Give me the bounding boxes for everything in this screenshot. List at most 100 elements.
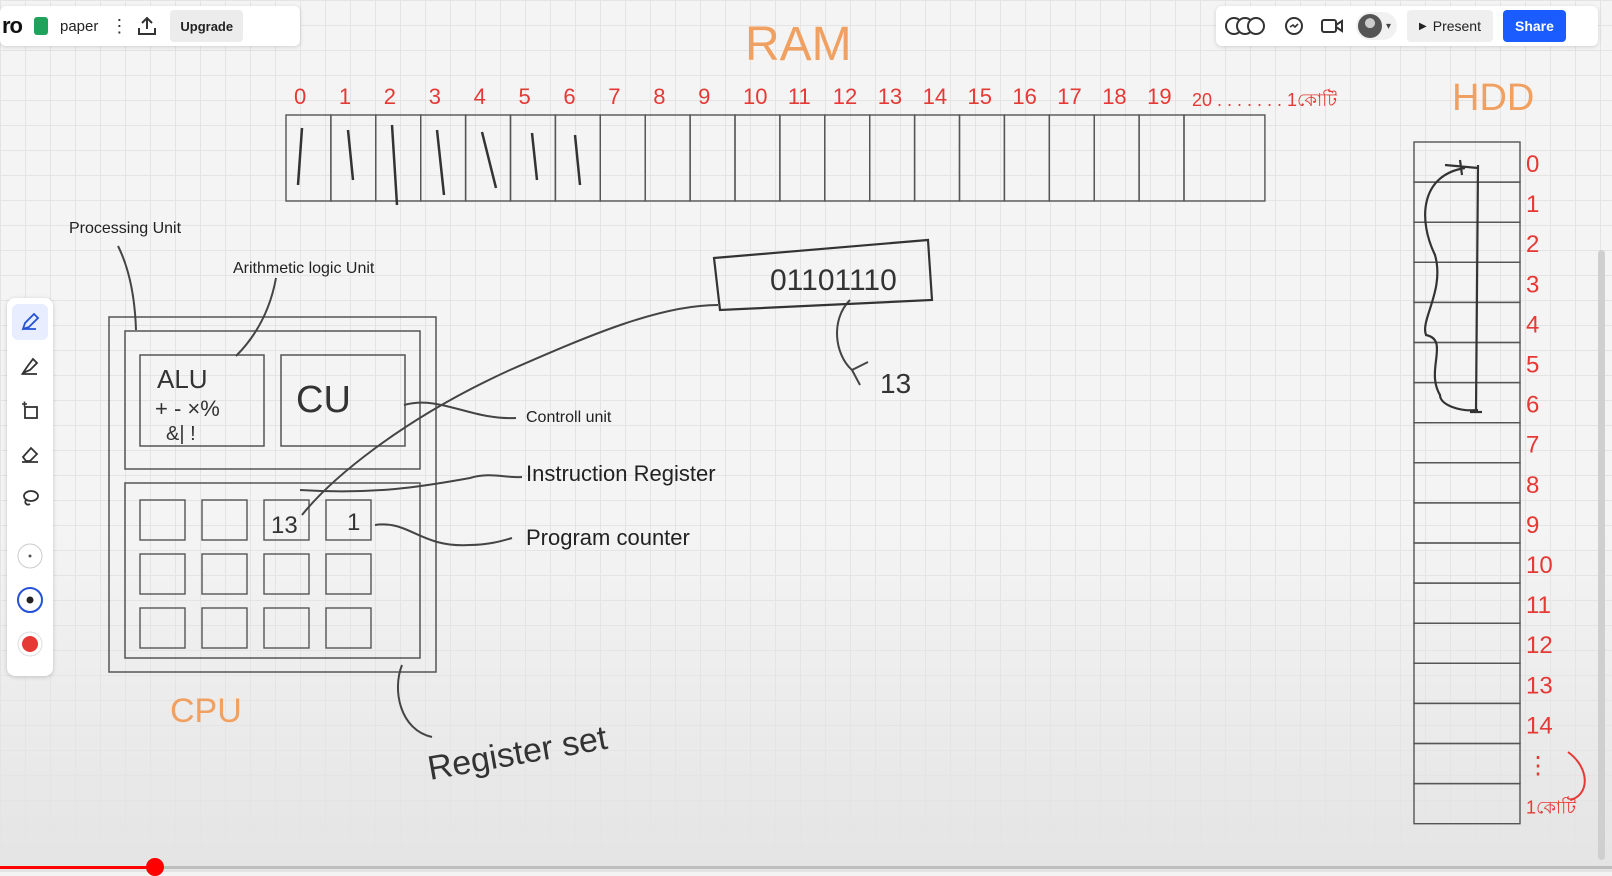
register-cell [201,607,248,649]
connector-lines [117,245,869,738]
ram-index-label: 1 [339,84,351,109]
ram-index-label: 2 [384,84,396,109]
hdd-index-label: 1কোটি [1526,797,1577,818]
hdd-index-label: 8 [1526,472,1539,499]
highlighter-tool[interactable] [12,348,48,384]
hdd-cell [1413,462,1521,504]
alu-text-2: + - ×% [155,396,220,421]
ram-cell [375,114,422,202]
more-options-icon[interactable]: ⋮ [110,15,129,36]
ram-cell [644,114,691,202]
binary-decoded: 13 [880,368,911,399]
register-set-box [124,482,421,659]
hdd-index-label: 5 [1526,352,1539,379]
present-button[interactable]: ▶ Present [1407,10,1493,42]
ram-index-label: 0 [294,84,306,109]
ram-cell [1048,114,1095,202]
lasso-icon [23,490,39,506]
brand-logo[interactable]: ro [2,13,23,38]
ram-index-label: 5 [519,84,531,109]
hdd-cell [1413,381,1521,424]
upgrade-button[interactable]: Upgrade [170,10,244,42]
hdd-cells [1413,141,1521,825]
ram-index-label: 8 [653,84,665,109]
shape-tool[interactable] [12,392,48,428]
highlighter-icon [20,357,39,376]
lasso-tool[interactable] [12,480,48,516]
board-icon [34,17,48,35]
hdd-index-label: 3 [1526,271,1539,298]
export-icon[interactable] [136,15,158,37]
hdd-index-label: 2 [1526,231,1539,258]
eraser-tool[interactable] [12,436,48,472]
hdd-index-label: 7 [1526,432,1539,459]
ram-cell [1093,114,1140,202]
alu-text-3: &| ! [166,423,196,445]
chevron-down-icon: ▾ [1386,20,1392,32]
emoji-reactions-icon[interactable] [1222,12,1270,40]
ram-index-label: 15 [968,84,992,109]
cpu-label: CPU [170,692,242,730]
hdd-index-label: 1 [1526,191,1539,218]
pc-value: 1 [347,509,360,536]
hdd-index-label: 6 [1526,392,1539,419]
ram-cell [913,114,961,202]
board-name[interactable]: paper [60,17,99,35]
video-progress-track[interactable] [0,866,1612,869]
register-cell [325,553,372,595]
ram-cell [1183,114,1266,202]
register-cell [263,607,310,649]
ram-cell [779,114,826,202]
hdd-cell [1413,542,1521,584]
hdd-index-label: 14 [1526,712,1553,739]
register-cell [325,607,372,649]
video-call-icon[interactable] [1318,12,1346,40]
register-cell [263,553,310,595]
hdd-index-label: 0 [1526,151,1539,178]
thin-stroke-option[interactable] [12,538,48,574]
pen-tool[interactable] [12,304,48,340]
cu-text: CU [296,379,351,421]
ram-index-label: 11 [788,84,811,109]
register-cell [139,553,186,595]
share-button[interactable]: Share [1502,10,1566,42]
alu-label: Arithmetic logic Unit [233,260,375,277]
program-counter-label: Program counter [526,525,690,550]
vertical-scrollbar[interactable] [1598,250,1605,860]
register-cell [263,499,310,541]
avatar [1358,14,1382,38]
alu-text-1: ALU [157,364,208,394]
video-progress-fill [0,866,155,869]
video-progress-handle[interactable] [145,858,164,876]
ram-cell [330,114,377,202]
register-cell [325,499,372,541]
ram-cell [285,114,332,202]
comments-icon[interactable] [1280,12,1308,40]
ram-cell [509,114,557,202]
ram-cell [824,114,871,202]
ram-index-label: 12 [833,84,857,109]
user-menu[interactable]: ▾ [1356,12,1398,40]
hdd-index-label: 13 [1526,672,1553,699]
hdd-cell [1413,702,1521,745]
color-swatch-option[interactable] [12,626,48,662]
ram-index-label: 9 [698,84,710,109]
medium-stroke-option[interactable] [12,582,48,618]
shape-icon [22,401,38,419]
ram-index-label: 18 [1102,84,1126,109]
ram-filled-marks [296,124,582,206]
ram-index-label: 6 [563,84,575,109]
pen-icon [21,312,40,331]
register-cell [201,499,248,541]
ram-index-label: 7 [608,84,620,109]
top-left-bar: ro paper ⋮ Upgrade [0,6,300,46]
hdd-cell [1413,141,1521,183]
present-label: Present [1432,18,1481,34]
processing-unit-box [124,330,421,470]
ir-value: 13 [271,512,298,539]
hdd-cell [1413,742,1521,785]
ram-index-label: 17 [1057,84,1081,109]
